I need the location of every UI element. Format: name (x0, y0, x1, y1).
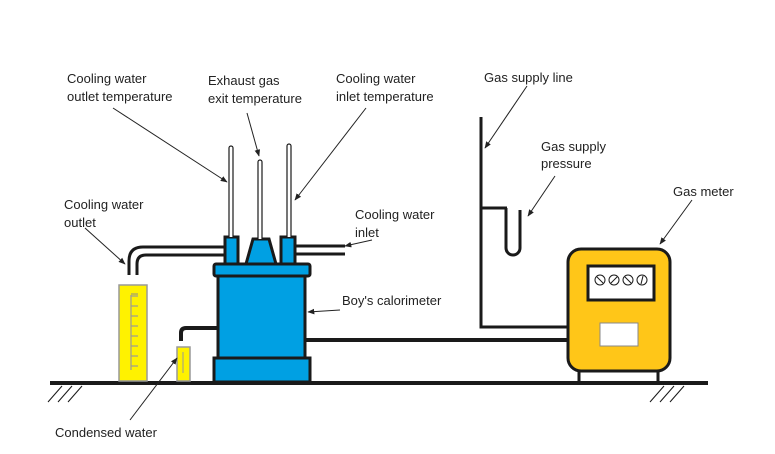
cooling-water-outlet-pipe (127, 244, 345, 341)
label-boys-calorimeter: Boy's calorimeter (342, 293, 442, 308)
u-tube-manometer (504, 208, 522, 257)
label-gas-meter: Gas meter (673, 184, 734, 199)
measuring-cylinder (118, 284, 148, 382)
label-arrows (84, 85, 693, 421)
ground (47, 381, 708, 403)
boys-calorimeter (212, 235, 312, 384)
label-gas-supply-line: Gas supply line (484, 70, 573, 85)
gas-meter (566, 247, 672, 383)
meter-dials (594, 274, 648, 286)
condensed-water-beaker (176, 346, 191, 382)
gas-supply-line (305, 117, 568, 342)
label-condensed-water: Condensed water (55, 425, 158, 440)
thermometers (228, 143, 292, 239)
